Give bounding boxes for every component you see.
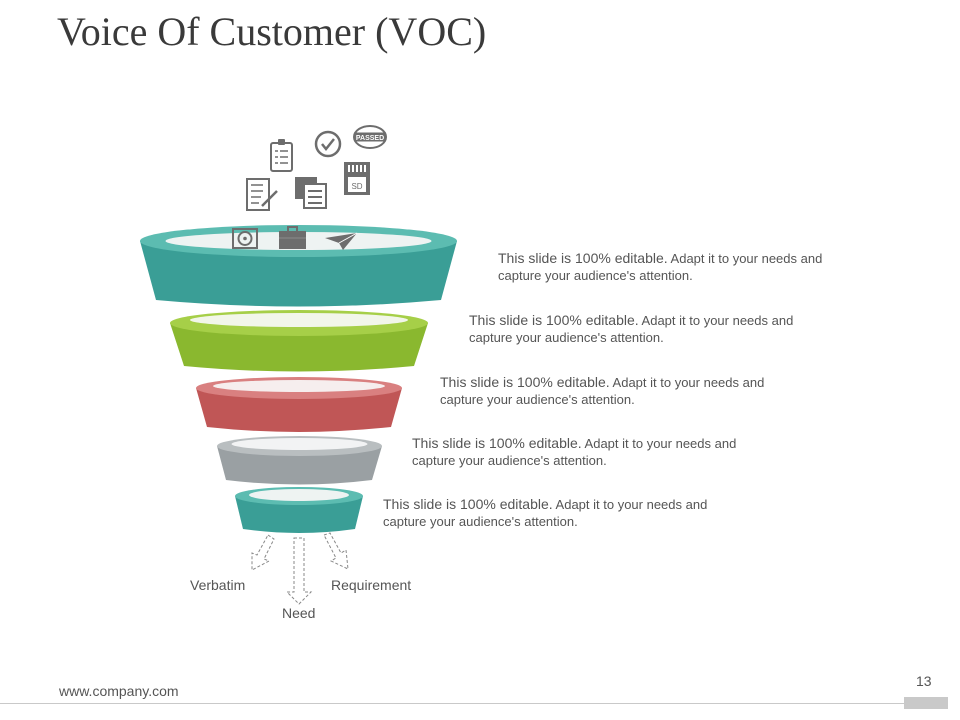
funnel-layer-1 <box>140 225 457 307</box>
layer-5-lead: This slide is 100% editable. <box>383 496 553 512</box>
requirement-label: Requirement <box>331 577 412 593</box>
layer-1-lead: This slide is 100% editable. <box>498 250 668 266</box>
need-arrow <box>285 537 313 605</box>
layer-3-description: This slide is 100% editable. Adapt it to… <box>440 374 770 408</box>
requirement-arrow <box>323 532 349 570</box>
sd-card-icon: SD <box>344 162 370 195</box>
footer-url: www.company.com <box>59 683 179 699</box>
layer-4-description: This slide is 100% editable. Adapt it to… <box>412 435 742 469</box>
layer-5-body: Adapt it to your needs and capture your … <box>383 497 708 529</box>
footer-accent-block <box>904 697 948 709</box>
paper-plane-icon <box>325 232 358 250</box>
layer-5-description: This slide is 100% editable. Adapt it to… <box>383 496 713 530</box>
layer-2-body: Adapt it to your needs and capture your … <box>469 313 794 345</box>
page-number: 13 <box>916 673 932 689</box>
svg-text:SD: SD <box>351 182 362 191</box>
disc-icon <box>232 228 258 249</box>
funnel-layer-4 <box>217 436 382 485</box>
layer-3-body: Adapt it to your needs and capture your … <box>440 375 765 407</box>
footer-divider <box>0 703 904 704</box>
briefcase-icon <box>279 226 306 249</box>
output-arrows <box>251 532 349 605</box>
layer-1-description: This slide is 100% editable. Adapt it to… <box>498 250 828 284</box>
svg-text:PASSED: PASSED <box>356 135 384 142</box>
funnel-layer-2 <box>170 310 428 372</box>
checklist-icon <box>246 178 278 211</box>
funnel-layer-3 <box>196 377 402 432</box>
checkmark-circle-icon <box>314 130 342 158</box>
verbatim-label: Verbatim <box>190 577 246 593</box>
passed-stamp-icon: PASSED <box>353 125 387 149</box>
page-title: Voice Of Customer (VOC) <box>57 9 487 54</box>
layer-3-lead: This slide is 100% editable. <box>440 374 610 390</box>
documents-icon <box>295 177 327 209</box>
funnel-layer-5 <box>235 487 363 533</box>
layer-2-description: This slide is 100% editable. Adapt it to… <box>469 312 799 346</box>
layer-4-body: Adapt it to your needs and capture your … <box>412 436 737 468</box>
verbatim-arrow <box>251 534 275 571</box>
need-label: Need <box>282 605 316 621</box>
layer-4-lead: This slide is 100% editable. <box>412 435 582 451</box>
layer-2-lead: This slide is 100% editable. <box>469 312 639 328</box>
layer-1-body: Adapt it to your needs and capture your … <box>498 251 823 283</box>
clipboard-checklist-icon <box>270 139 293 172</box>
